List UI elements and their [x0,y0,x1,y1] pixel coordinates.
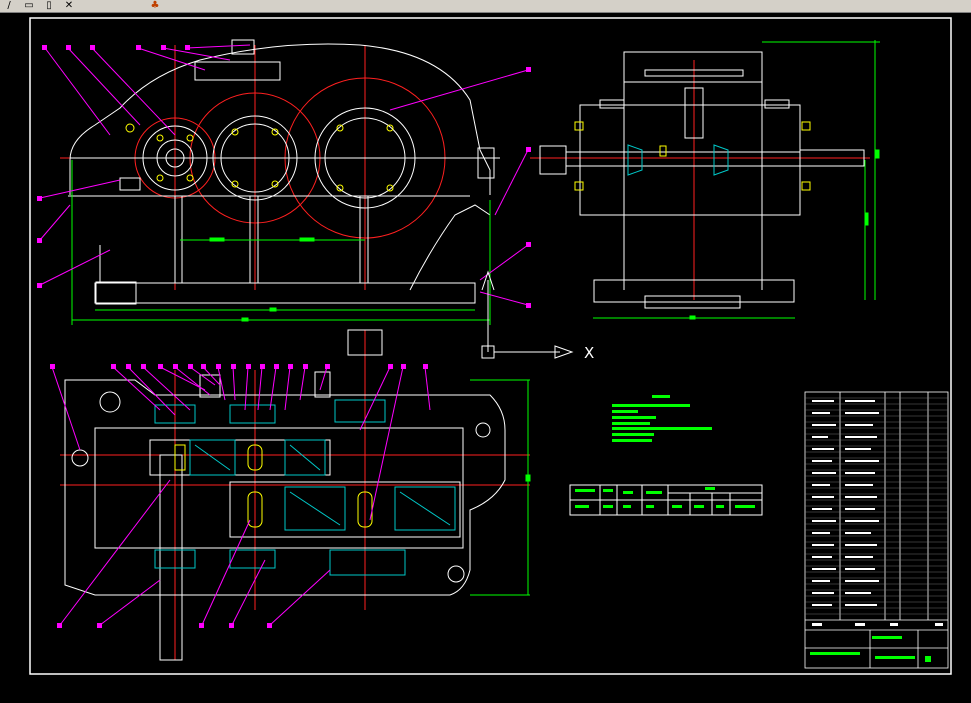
title-block [804,391,949,669]
cad-drawing: X [29,17,952,675]
front-view [37,39,531,325]
axis-label-x: X [584,344,594,362]
cad-canvas[interactable]: X [0,12,971,699]
paste-icon[interactable]: ▯ [46,0,52,11]
technical-notes [612,395,712,442]
copy-icon[interactable]: ▭ [24,0,34,11]
close-icon[interactable]: ✕ [64,0,74,11]
toolbar: / ▭ ▯ ✕ ♣ [0,0,971,13]
ucs-icon [481,270,574,359]
parameter-table [569,484,763,516]
pencil-tool-icon[interactable]: / [7,0,11,11]
top-section-view [50,329,531,661]
drawing-border [29,17,952,675]
side-view [530,40,880,320]
palette-icon[interactable]: ♣ [150,0,160,11]
